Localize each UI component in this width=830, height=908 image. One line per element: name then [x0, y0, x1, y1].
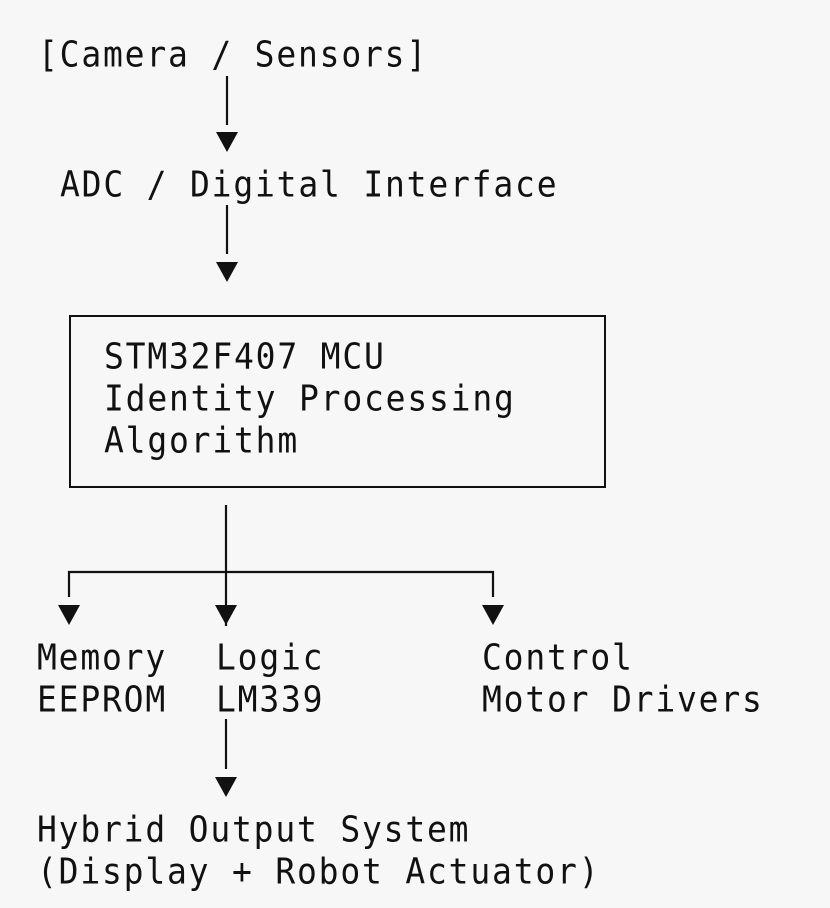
- node-input: [Camera / Sensors]: [38, 33, 429, 76]
- node-mcu-line-2: Identity Processing: [104, 377, 516, 420]
- node-output-line-1: Hybrid Output System: [37, 808, 471, 851]
- node-memory-line-1: Memory: [37, 636, 168, 679]
- arrowhead-output: [215, 777, 237, 797]
- arrowhead-mcu: [216, 262, 238, 282]
- arrowhead-interface: [216, 132, 238, 152]
- branch-bus-line: [67, 570, 495, 597]
- node-mcu-box: [69, 315, 606, 488]
- node-output-line-2: (Display + Robot Actuator): [37, 850, 601, 893]
- arrowhead-logic: [215, 605, 237, 625]
- node-interface: ADC / Digital Interface: [60, 163, 559, 206]
- node-control-line-2: Motor Drivers: [482, 678, 764, 721]
- node-memory-line-2: EEPROM: [37, 678, 168, 721]
- node-mcu-line-3: Algorithm: [104, 419, 300, 462]
- arrowhead-control: [482, 605, 504, 625]
- node-mcu-line-1: STM32F407 MCU: [104, 335, 386, 378]
- arrowhead-memory: [58, 605, 80, 625]
- node-logic-line-2: LM339: [216, 678, 325, 721]
- node-control-line-1: Control: [482, 636, 634, 679]
- node-logic-line-1: Logic: [216, 636, 325, 679]
